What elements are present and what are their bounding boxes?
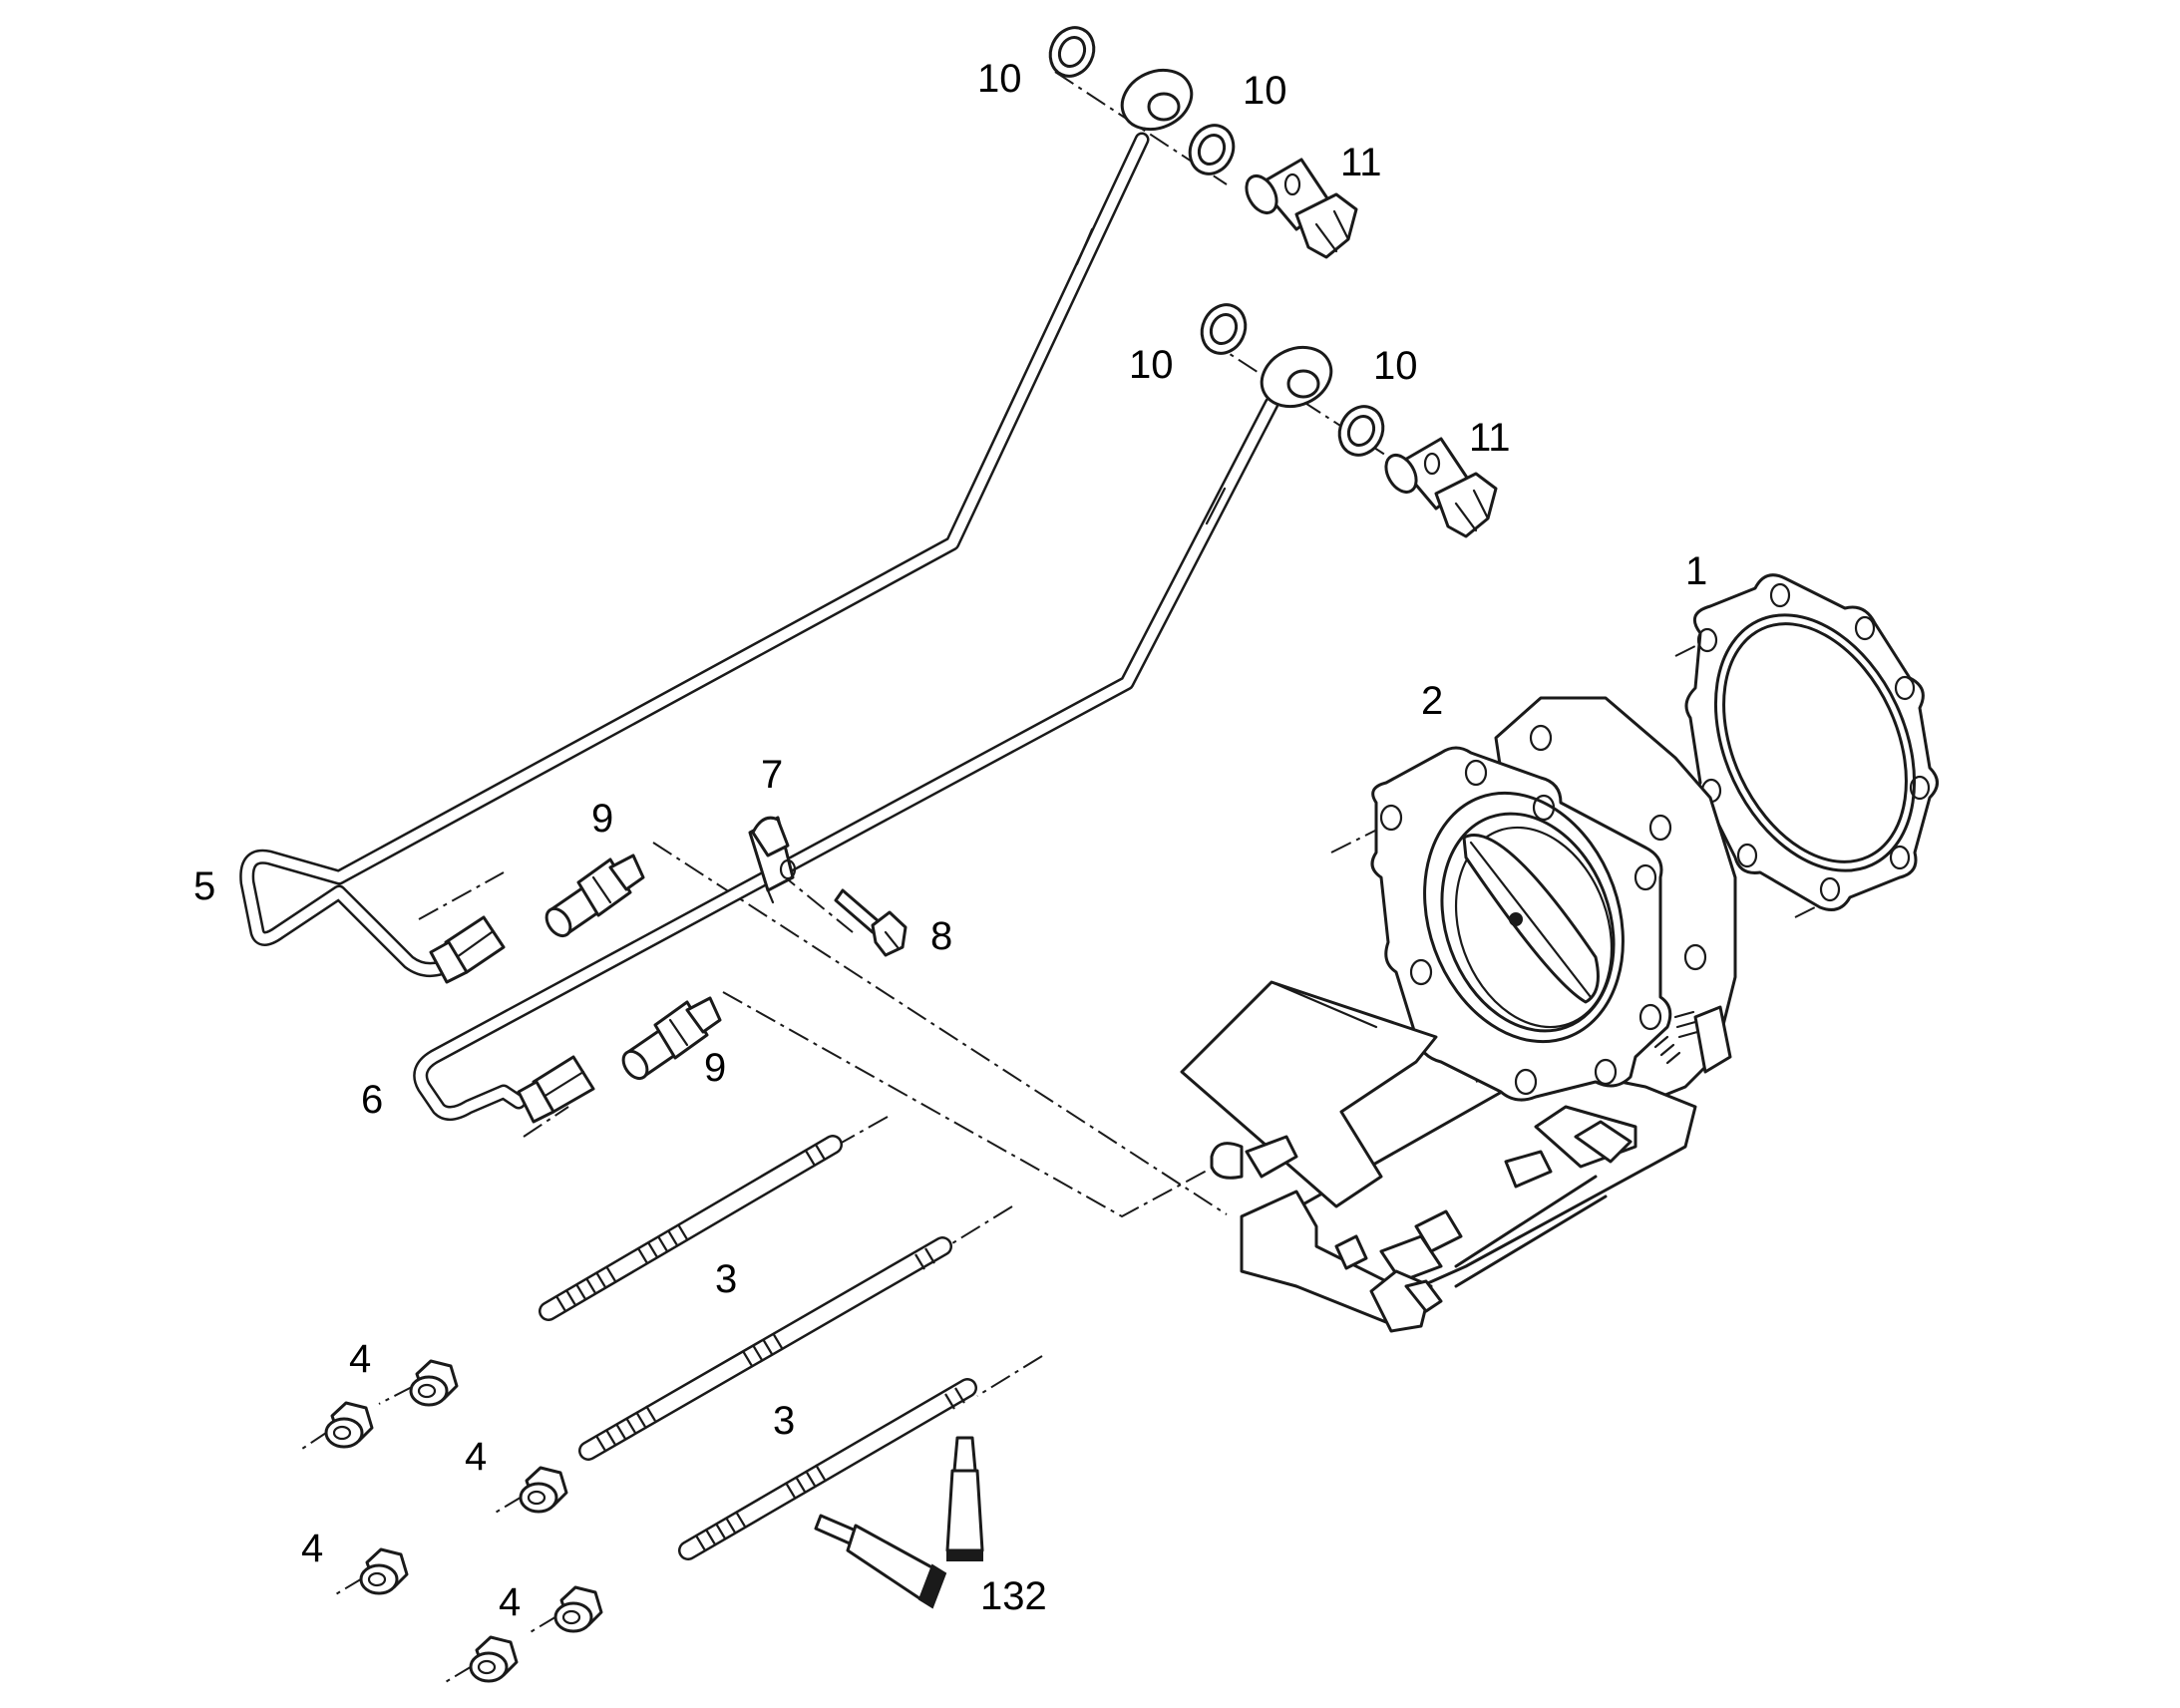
callout-2: 2	[1421, 679, 1443, 723]
callout-10: 10	[1373, 344, 1418, 388]
leader-line	[443, 1664, 475, 1684]
flange-nut	[519, 1466, 568, 1514]
callout-10: 10	[1129, 343, 1174, 387]
union-nut-pipe-5	[429, 915, 506, 984]
leader-line	[652, 842, 1228, 1215]
leader-line	[333, 1576, 365, 1596]
leader-line	[976, 1355, 1043, 1397]
seal-ring	[1048, 26, 1096, 78]
callout-11: 11	[1340, 141, 1382, 184]
leader-line	[1794, 896, 1836, 918]
leader-line	[523, 1106, 569, 1138]
callout-5: 5	[193, 864, 215, 908]
callout-10: 10	[1243, 69, 1287, 113]
flange-nut	[553, 1585, 603, 1633]
seal-ring	[1200, 303, 1248, 355]
leader-line	[298, 1430, 330, 1452]
stud-3-lower	[678, 1378, 977, 1560]
callout-4: 4	[499, 1580, 521, 1624]
banjo-eye-lower	[1260, 345, 1333, 409]
callout-9: 9	[591, 797, 613, 841]
callout-7: 7	[761, 753, 783, 797]
leader-line	[528, 1614, 559, 1634]
callout-11: 11	[1469, 416, 1511, 460]
callout-4: 4	[301, 1527, 323, 1570]
flange-nut	[469, 1635, 519, 1683]
callout-4: 4	[465, 1435, 487, 1479]
leader-line	[777, 870, 854, 933]
leader-line	[378, 1385, 415, 1405]
banjo-bolt-upper	[1245, 158, 1358, 259]
seal-ring	[1337, 405, 1385, 457]
callout-4: 4	[349, 1337, 371, 1381]
gasket-1	[1684, 573, 1939, 911]
callout-6: 6	[361, 1078, 383, 1122]
callout-8: 8	[930, 914, 952, 958]
throttle-housing-2	[1180, 696, 1737, 1333]
callout-1: 1	[1685, 549, 1707, 593]
callout-10: 10	[977, 57, 1022, 101]
flange-nut	[324, 1401, 374, 1449]
union-nut-pipe-6	[517, 1055, 595, 1124]
callout-9: 9	[704, 1046, 726, 1090]
callout-3: 3	[715, 1257, 737, 1301]
seal-rings	[1048, 26, 1385, 457]
fitting-9-lower	[621, 996, 722, 1081]
bolt-8	[834, 888, 908, 957]
leader-line	[722, 991, 1243, 1218]
banjo-bolt-lower	[1384, 437, 1498, 538]
flange-nut	[409, 1359, 459, 1407]
oil-pipe-6	[413, 396, 1279, 1121]
leader-line	[418, 871, 505, 920]
leader-line	[1674, 635, 1716, 657]
flange-nut	[359, 1547, 409, 1595]
callout-132: 132	[980, 1574, 1047, 1618]
seal-ring	[1188, 124, 1236, 175]
leader-lines	[298, 71, 1886, 1684]
oil-pipe-5	[239, 132, 1150, 977]
pipe-clip-7	[748, 816, 797, 904]
nuts-4	[324, 1359, 603, 1683]
fitting-9-upper	[545, 854, 645, 938]
callout-3: 3	[773, 1399, 795, 1443]
leader-line	[946, 1205, 1013, 1247]
sealant-tubes-132	[814, 1436, 984, 1609]
stud-3-middle	[578, 1236, 952, 1461]
banjo-eye-upper	[1120, 68, 1194, 132]
stud-3-upper	[539, 1135, 843, 1321]
leader-line	[493, 1495, 525, 1515]
callout-labels: 1 2 3 3 4 4 4 4 5 6 7 8 9 9 10 10 10 10 …	[193, 57, 1707, 1624]
